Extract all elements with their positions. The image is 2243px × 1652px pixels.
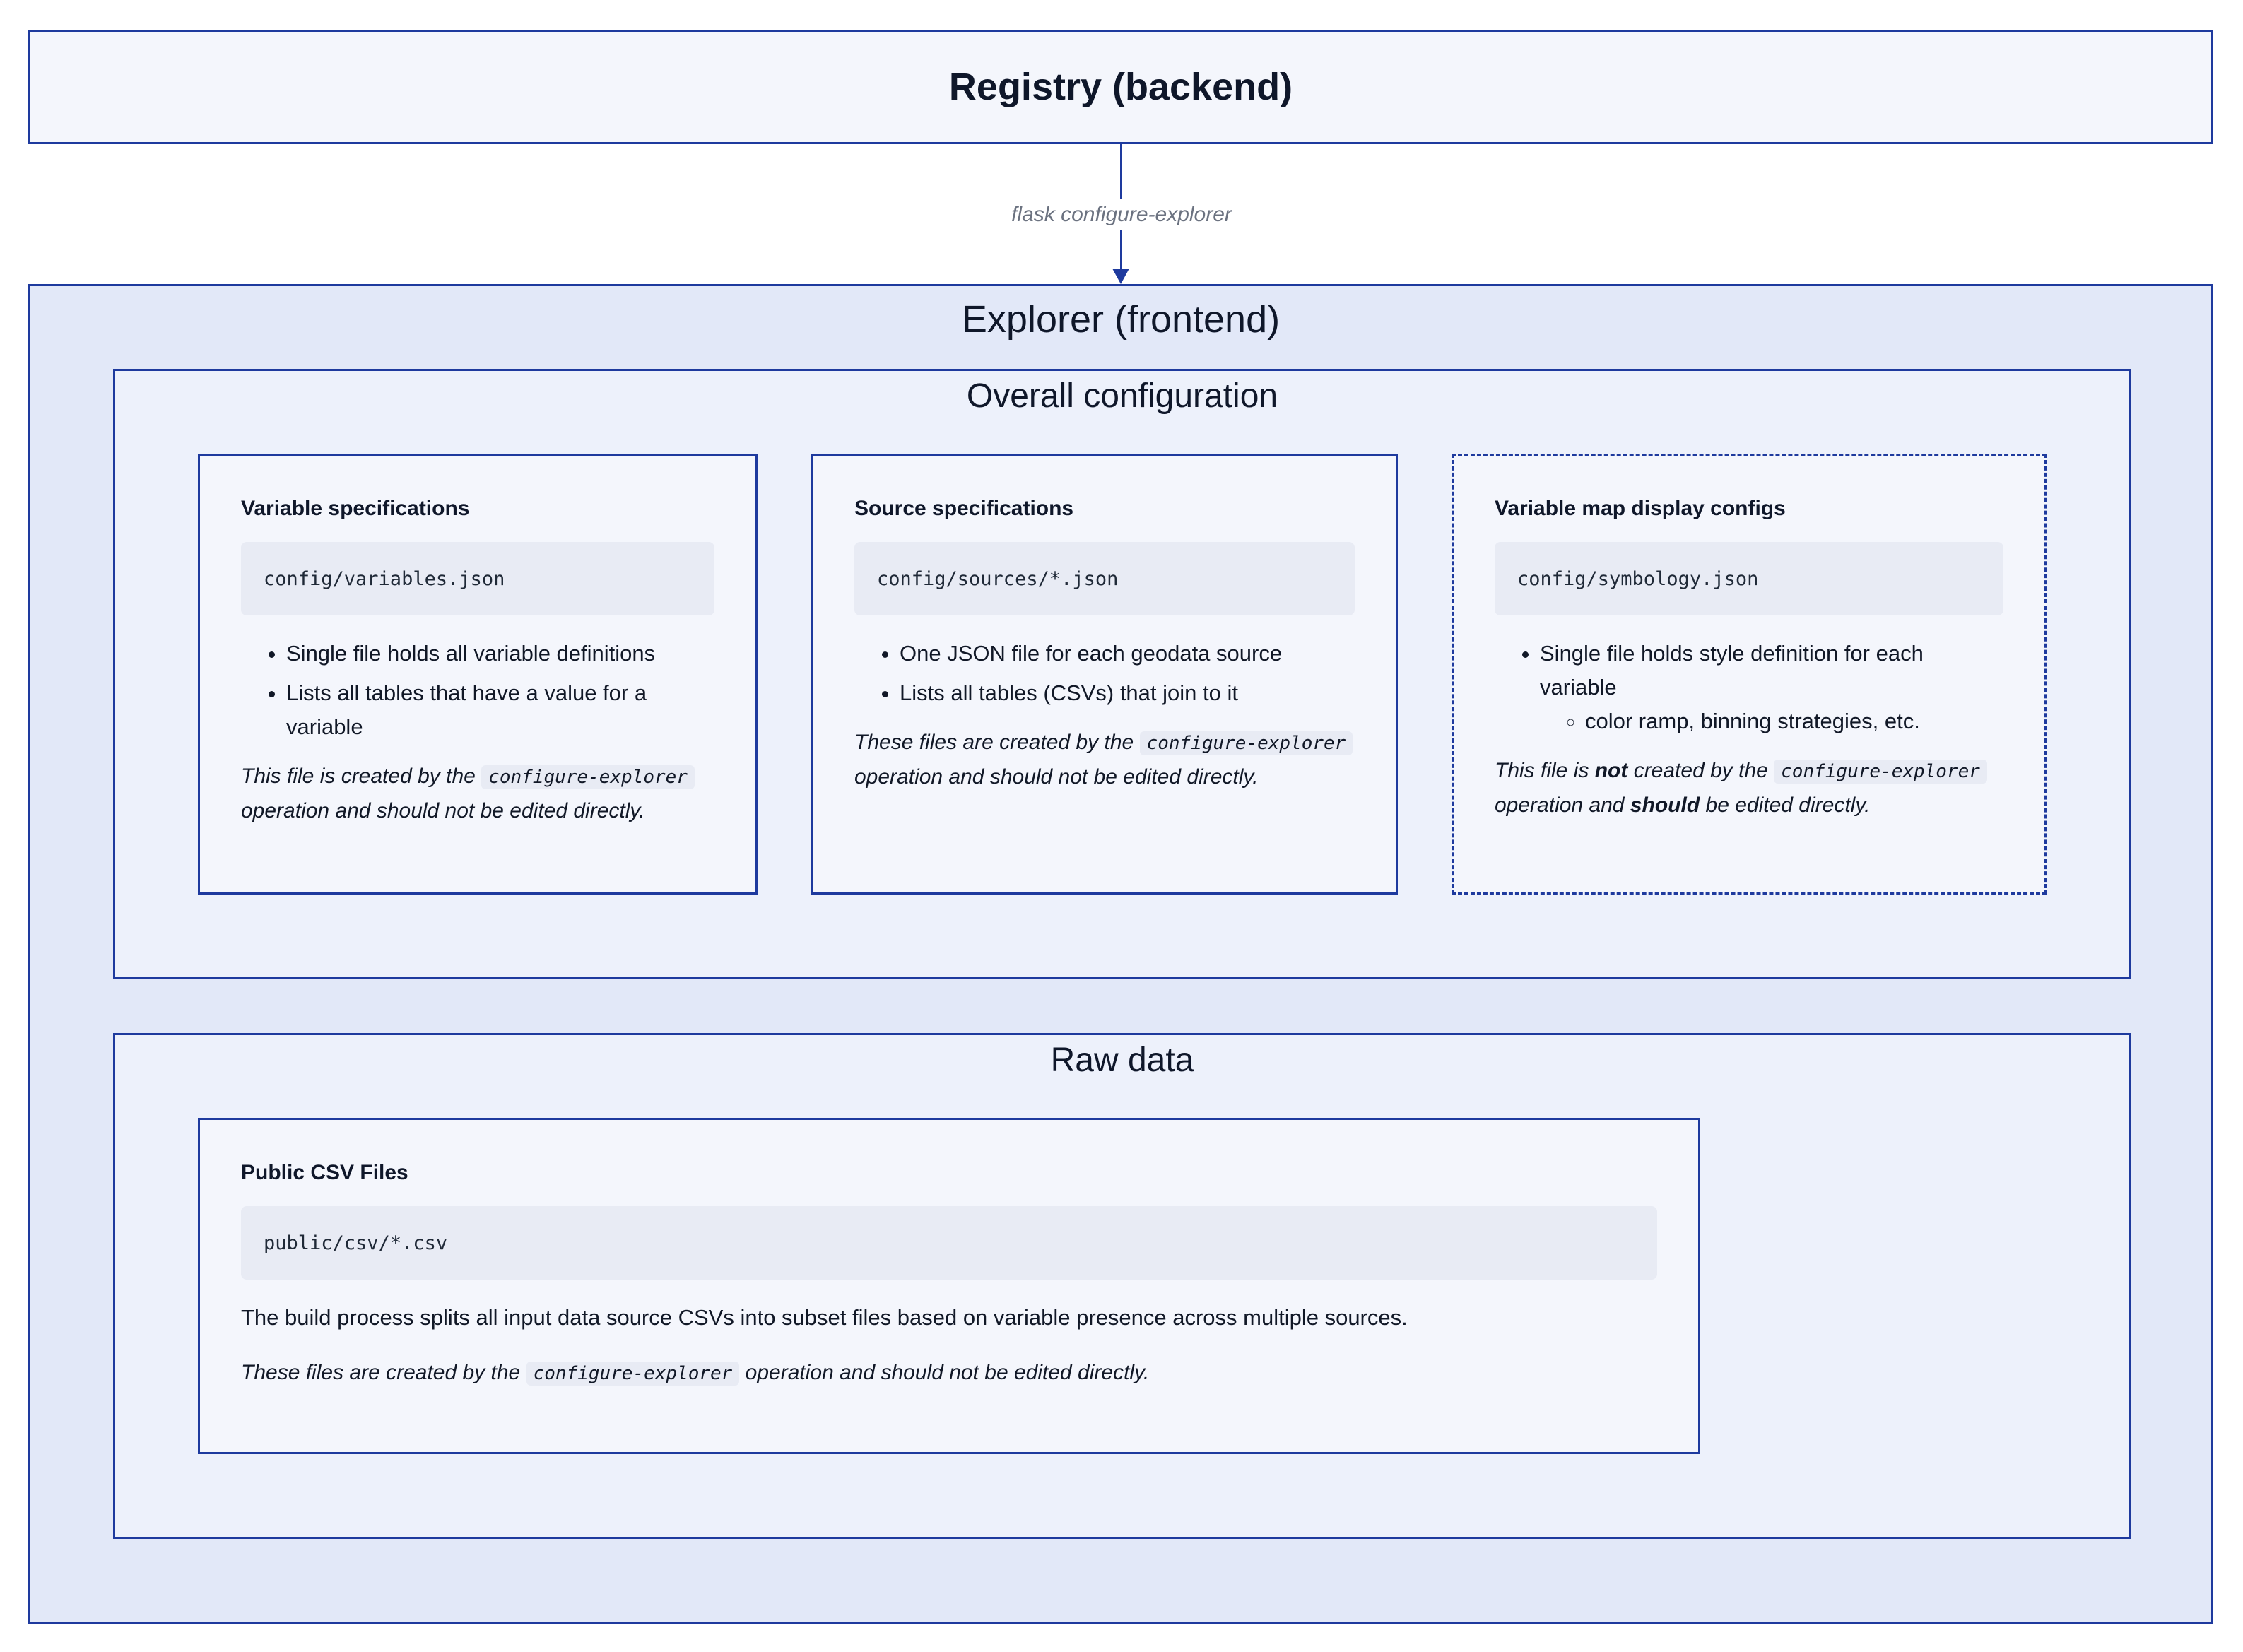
card-title: Variable specifications [241,497,470,520]
card-note: This file is created by the configure-ex… [241,760,714,828]
list-item: color ramp, binning strategies, etc. [1585,704,2003,738]
raw-data-title: Raw data [1050,1042,1194,1079]
sub-bullet-list: color ramp, binning strategies, etc. [1540,704,2003,738]
connector-label: flask configure-explorer [989,199,1254,230]
inline-code: configure-explorer [481,765,695,789]
card-body: The build process splits all input data … [241,1305,1408,1330]
registry-title: Registry (backend) [948,66,1293,108]
inline-code: configure-explorer [526,1362,740,1386]
list-item: Single file holds style definition for e… [1540,637,2003,738]
arrow-head-icon [1112,269,1129,284]
overall-configuration-title: Overall configuration [966,377,1278,415]
inline-code: configure-explorer [1774,760,1987,784]
source-specifications-card: Source specifications config/sources/*.j… [811,454,1398,895]
explorer-title: Explorer (frontend) [961,298,1281,341]
bullet-list: Single file holds all variable definitio… [241,637,714,744]
card-title: Variable map display configs [1495,497,1786,520]
code-path: config/sources/*.json [854,542,1355,615]
registry-node: Registry (backend) [28,30,2213,144]
list-item: Lists all tables that have a value for a… [286,676,714,744]
card-note: These files are created by the configure… [854,726,1355,794]
variable-map-display-configs-card: Variable map display configs config/symb… [1452,454,2047,895]
list-item: Lists all tables (CSVs) that join to it [900,676,1355,710]
card-note: These files are created by the configure… [241,1361,1150,1386]
card-note: This file is not created by the configur… [1495,754,2003,822]
bullet-list: One JSON file for each geodata source Li… [854,637,1355,710]
public-csv-files-card: Public CSV Files public/csv/*.csv The bu… [198,1118,1700,1454]
code-path: config/variables.json [241,542,714,615]
code-path: public/csv/*.csv [241,1206,1657,1280]
card-title: Public CSV Files [241,1161,408,1184]
bullet-list: Single file holds style definition for e… [1495,637,2003,738]
card-title: Source specifications [854,497,1074,520]
code-path: config/symbology.json [1495,542,2003,615]
inline-code: configure-explorer [1139,731,1353,755]
variable-specifications-card: Variable specifications config/variables… [198,454,758,895]
list-item: Single file holds all variable definitio… [286,637,714,671]
list-item: One JSON file for each geodata source [900,637,1355,671]
